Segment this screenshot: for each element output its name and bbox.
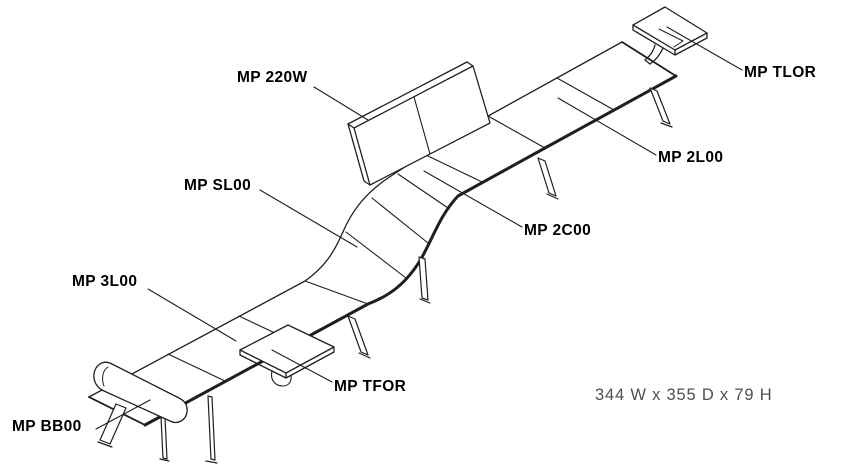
part-label-mp-3l00: MP 3L00 [72, 273, 138, 290]
bench-right-end-edge [621, 41, 677, 77]
part-label-mp-tlor: MP TLOR [744, 64, 817, 81]
bench-leg [649, 87, 671, 125]
backrest-panel [347, 61, 491, 186]
leader-mp-tfor [271, 349, 333, 383]
bench-leg [160, 416, 168, 460]
bench-leg [207, 395, 216, 461]
part-label-mp-bb00: MP BB00 [12, 418, 82, 435]
bolster-cushion [93, 361, 188, 424]
bench-leg [347, 315, 369, 356]
part-label-mp-sl00: MP SL00 [184, 177, 252, 194]
leader-mp-bb00 [95, 399, 151, 430]
overall-dimensions-text: 344 W x 355 D x 79 H [595, 386, 773, 404]
part-label-mp-2l00: MP 2L00 [658, 149, 724, 166]
curve-fan-creases [345, 154, 483, 279]
leader-mp-2l00 [557, 97, 657, 156]
part-label-mp-2c00: MP 2C00 [524, 222, 592, 239]
bench-leg [418, 256, 429, 301]
leader-mp-3l00 [147, 288, 237, 342]
backrest-division-crease [413, 96, 431, 155]
leader-mp-tlor [666, 26, 743, 71]
part-label-mp-220w: MP 220W [237, 69, 308, 86]
leader-mp-sl00 [259, 189, 358, 248]
leader-mp-220w [313, 86, 369, 121]
bench-legs [97, 87, 673, 464]
bench-leg [537, 157, 557, 197]
tray-bracket [271, 370, 292, 387]
leader-lines [95, 26, 743, 430]
tray-table [239, 324, 335, 387]
table-arm [644, 44, 664, 65]
bench-leg [99, 403, 127, 445]
leader-mp-2c00 [423, 170, 523, 228]
part-label-mp-tfor: MP TFOR [334, 378, 407, 395]
